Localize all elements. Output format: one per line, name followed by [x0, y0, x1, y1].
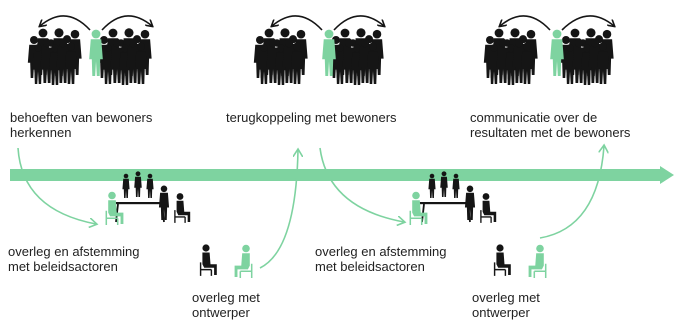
flow-arcs [17, 146, 604, 269]
resident-crowd-2 [254, 15, 384, 85]
meeting-designer-2 [493, 243, 547, 279]
label-designer-meeting-1: overleg met ontwerper [192, 290, 260, 320]
label-communication-results: communicatie over de resultaten met de b… [470, 110, 631, 140]
label-feedback-residents: terugkoppeling met bewoners [226, 110, 397, 125]
label-needs-residents: behoeften van bewoners herkennen [10, 110, 153, 140]
highlighted-person-3 [550, 29, 564, 76]
label-policy-meeting-1: overleg en afstemming met beleidsactoren [8, 244, 140, 274]
highlighted-person-5 [409, 190, 429, 226]
resident-crowd-3 [484, 15, 614, 85]
resident-crowd-1 [28, 15, 152, 85]
highlighted-person-7 [527, 243, 547, 279]
highlighted-person-4 [105, 190, 125, 226]
timeline-arrow [10, 166, 674, 184]
label-policy-meeting-2: overleg en afstemming met beleidsactoren [315, 244, 447, 274]
label-designer-meeting-2: overleg met ontwerper [472, 290, 540, 320]
highlighted-person-6 [233, 243, 253, 279]
meeting-designer-1 [199, 243, 253, 279]
